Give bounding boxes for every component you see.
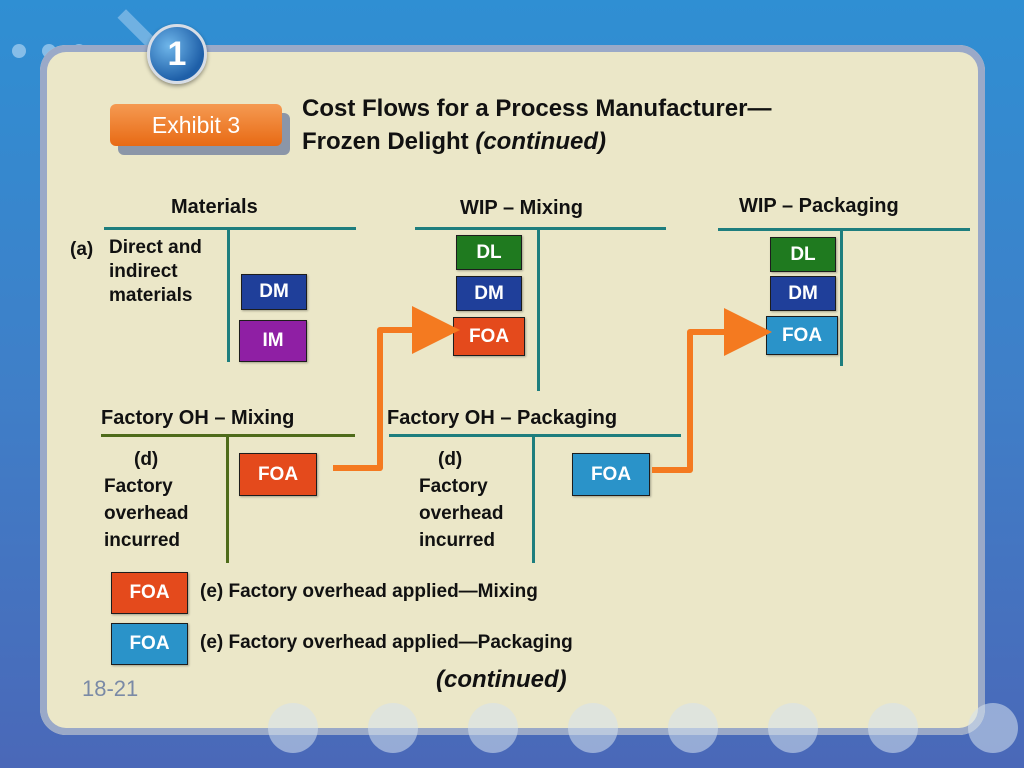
- foh-mixing-entry-text: Factory overhead incurred: [104, 476, 189, 551]
- title-line-1: Cost Flows for a Process Manufacturer—: [302, 95, 772, 122]
- foh-packaging-entry-text: Factory overhead incurred: [419, 476, 504, 551]
- legend-packaging-box: FOA: [111, 623, 188, 665]
- materials-entry-text: Direct and indirect materials: [109, 237, 202, 306]
- wip-mixing-title: WIP – Mixing: [460, 197, 583, 219]
- foh-packaging-top-line: [389, 434, 681, 437]
- legend-mixing-box: FOA: [111, 572, 188, 614]
- slide-title: Cost Flows for a Process Manufacturer— F…: [302, 92, 771, 158]
- wip-packaging-divider: [840, 230, 843, 366]
- wip-packaging-foa-box: FOA: [766, 316, 838, 355]
- page-number: 18-21: [82, 676, 139, 701]
- foh-mixing-top-line: [101, 434, 355, 437]
- arrow-foh-packaging-to-wip-packaging: [652, 308, 772, 473]
- materials-account-title: Materials: [171, 196, 258, 218]
- foh-packaging-foa-box: FOA: [572, 453, 650, 496]
- legend-packaging-text: (e) Factory overhead applied—Packaging: [200, 632, 573, 653]
- wip-mixing-divider: [537, 229, 540, 391]
- materials-dm-box: DM: [241, 274, 307, 310]
- wip-mixing-dl-box: DL: [456, 235, 522, 270]
- materials-account-divider: [227, 229, 230, 362]
- materials-account-top-line: [104, 227, 356, 230]
- exhibit-label: Exhibit 3: [110, 104, 282, 146]
- materials-im-box: IM: [239, 320, 307, 362]
- wip-mixing-foa-box: FOA: [453, 317, 525, 356]
- wip-mixing-dm-box: DM: [456, 276, 522, 311]
- foh-mixing-entry-marker: (d): [134, 449, 159, 470]
- continued-label: (continued): [436, 666, 567, 693]
- wip-mixing-top-line: [415, 227, 666, 230]
- foh-mixing-title: Factory OH – Mixing: [101, 407, 295, 429]
- wip-packaging-title: WIP – Packaging: [739, 195, 899, 217]
- wip-packaging-dm-box: DM: [770, 276, 836, 311]
- foh-packaging-title: Factory OH – Packaging: [387, 407, 618, 429]
- foh-mixing-foa-box: FOA: [239, 453, 317, 496]
- legend-mixing-text: (e) Factory overhead applied—Mixing: [200, 581, 538, 602]
- materials-entry-marker: (a): [70, 239, 94, 260]
- slide-number-badge: 1: [147, 24, 207, 84]
- title-line-2: Frozen Delight (continued): [302, 128, 606, 155]
- foh-packaging-entry-marker: (d): [438, 449, 463, 470]
- slide-panel: [40, 45, 985, 735]
- wip-packaging-top-line: [718, 228, 970, 231]
- arrow-foh-mixing-to-wip-mixing: [333, 306, 460, 471]
- foh-mixing-divider: [226, 436, 229, 563]
- wip-packaging-dl-box: DL: [770, 237, 836, 272]
- foh-packaging-divider: [532, 436, 535, 563]
